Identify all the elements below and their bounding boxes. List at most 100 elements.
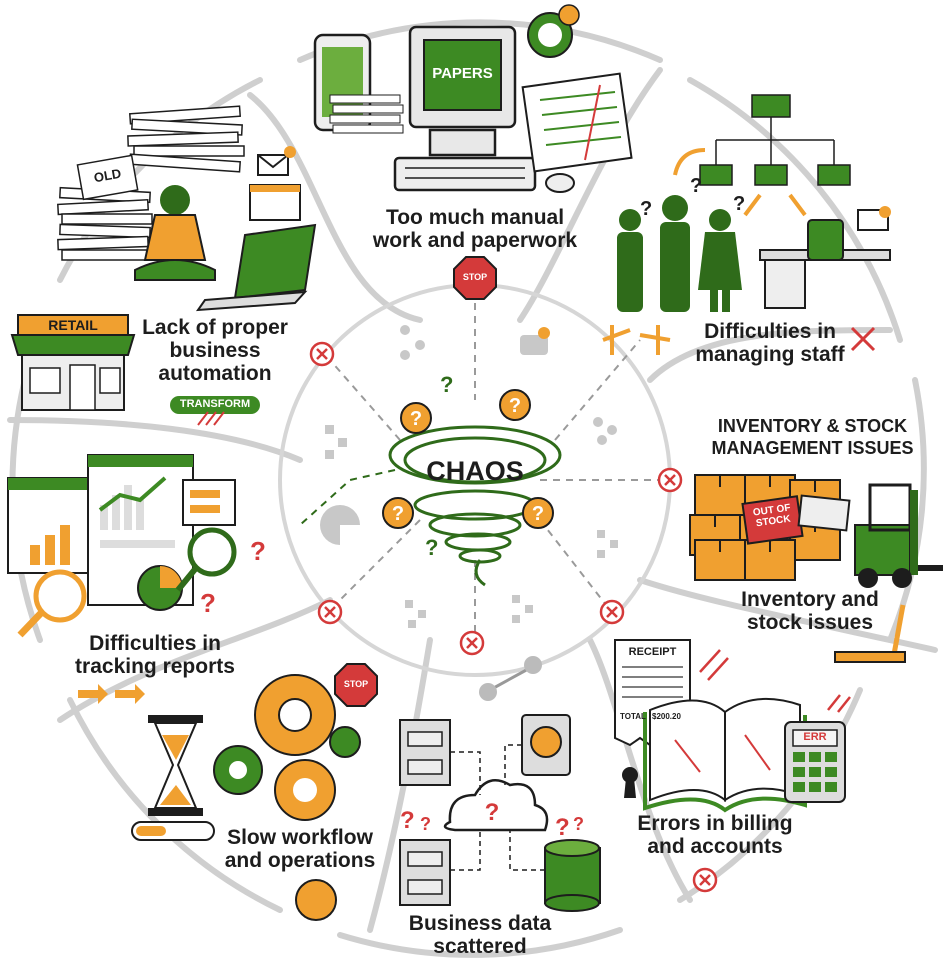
desk-icon	[759, 206, 891, 309]
reports-line-2: tracking reports	[75, 655, 235, 678]
calculator-display: ERR	[803, 731, 827, 743]
spreadsheet-icon	[521, 72, 633, 173]
phone-illustration	[313, 33, 404, 134]
cloud-icon: ?	[443, 779, 549, 832]
svg-text:?: ?	[250, 536, 266, 566]
question-bubble-icon	[522, 497, 554, 529]
billing-line-1: Errors in billing	[637, 812, 793, 835]
keyhole-icon	[622, 767, 638, 798]
magnifier-icon	[17, 527, 237, 638]
svg-text:?: ?	[400, 807, 415, 834]
floating-question-marks: ? ?	[425, 372, 453, 560]
stop-sign-icon	[453, 256, 497, 300]
error-x-icon	[317, 599, 343, 625]
staff-line-1: Difficulties in	[704, 320, 836, 343]
inner-gray-icons	[320, 325, 618, 628]
stop-sign-label: STOP	[462, 272, 488, 282]
confused-staff-icon	[617, 195, 742, 312]
report-question-marks: ??	[200, 536, 266, 618]
error-x-icon	[692, 867, 718, 893]
calculator-icon	[784, 721, 846, 803]
data-question-marks: ?? ??	[400, 807, 584, 841]
computer-illustration	[393, 25, 575, 193]
svg-text:?: ?	[690, 175, 702, 197]
error-x-icon	[599, 599, 625, 625]
svg-text:?: ?	[555, 814, 570, 841]
receipt-title: RECEIPT	[628, 646, 677, 658]
reports-label: Difficulties in tracking reports	[60, 632, 250, 678]
data-scattered-label: Business data scattered	[395, 912, 565, 958]
laptop-icon	[195, 223, 317, 312]
forklift-icon	[854, 483, 943, 588]
svg-text:?: ?	[485, 799, 500, 826]
workflow-line-2: and operations	[224, 849, 376, 872]
svg-text:?: ?	[420, 814, 431, 834]
staff-line-2: managing staff	[695, 343, 845, 366]
error-x-icon	[309, 341, 335, 367]
paper-stacks-illustration	[57, 105, 245, 261]
arrow-icons	[78, 684, 145, 704]
database-icon	[544, 839, 601, 912]
svg-text:?: ?	[440, 372, 453, 397]
chat-app-icon	[527, 4, 580, 58]
data-links	[450, 744, 545, 871]
reports-line-1: Difficulties in	[89, 632, 221, 655]
stock-boxes-icon	[689, 474, 851, 581]
receipt-total-label: TOTAL	[620, 712, 646, 721]
computer-screen-label: PAPERS	[432, 65, 493, 82]
chat-window-icon	[249, 184, 301, 221]
receipt-total-value: $200.20	[652, 712, 681, 721]
workflow-label: Slow workflow and operations	[215, 826, 385, 872]
question-bubble-icon	[499, 389, 531, 421]
question-bubble-icon	[400, 402, 432, 434]
gears-icon	[213, 674, 361, 921]
workflow-line-1: Slow workflow	[227, 826, 373, 849]
hourglass-icon	[148, 715, 203, 816]
staff-question-marks: ???	[640, 175, 745, 220]
inventory-title: INVENTORY & STOCK MANAGEMENT ISSUES	[690, 415, 935, 459]
manual-work-line-1: Too much manual	[385, 206, 565, 229]
workflow-stop-sign-icon	[334, 663, 378, 707]
data-line-2: scattered	[433, 935, 527, 958]
billing-label: Errors in billing and accounts	[615, 812, 815, 858]
red-cross-icon	[850, 326, 876, 352]
transform-badge	[170, 396, 260, 426]
svg-text:?: ?	[733, 193, 745, 215]
stressed-person-icon	[134, 185, 216, 281]
error-x-icon	[657, 467, 683, 493]
inventory-title-line-1: INVENTORY & STOCK	[717, 416, 908, 436]
node-link-icon	[479, 656, 542, 701]
pallet-jack-icon	[834, 604, 906, 663]
broken-bridge-icon	[602, 325, 671, 355]
transform-badge-label: TRANSFORM	[179, 398, 251, 410]
question-bubble-icon	[382, 497, 414, 529]
retail-sign-label: RETAIL	[48, 317, 98, 333]
bell-badge-icon	[538, 327, 550, 339]
inventory-label: Inventory and stock issues	[720, 588, 900, 634]
mail-icon	[257, 146, 296, 176]
staff-label: Difficulties in managing staff	[680, 320, 860, 366]
svg-text:?: ?	[200, 588, 216, 618]
manual-work-line-2: work and paperwork	[372, 229, 578, 252]
alert-marks	[699, 649, 851, 713]
retail-store-icon	[10, 314, 136, 411]
progress-bar-icon	[131, 821, 215, 841]
billing-line-2: and accounts	[647, 835, 783, 858]
error-x-icon	[459, 630, 485, 656]
workflow-stop-label: STOP	[343, 679, 369, 689]
hard-drive-icon	[521, 714, 571, 776]
org-chart-icon	[673, 94, 851, 217]
data-line-1: Business data	[408, 912, 552, 935]
ledger-book-icon	[643, 697, 807, 813]
automation-line-3: automation	[158, 362, 272, 385]
inventory-line-2: stock issues	[746, 611, 874, 634]
inventory-title-line-2: MANAGEMENT ISSUES	[711, 438, 914, 458]
svg-text:?: ?	[573, 814, 584, 834]
automation-line-2: business	[169, 339, 261, 362]
filing-cabinet-icon	[399, 719, 451, 906]
automation-label: Lack of proper business automation	[130, 316, 300, 385]
chaos-center-label: CHAOS	[426, 456, 524, 486]
inventory-line-1: Inventory and	[741, 588, 879, 611]
